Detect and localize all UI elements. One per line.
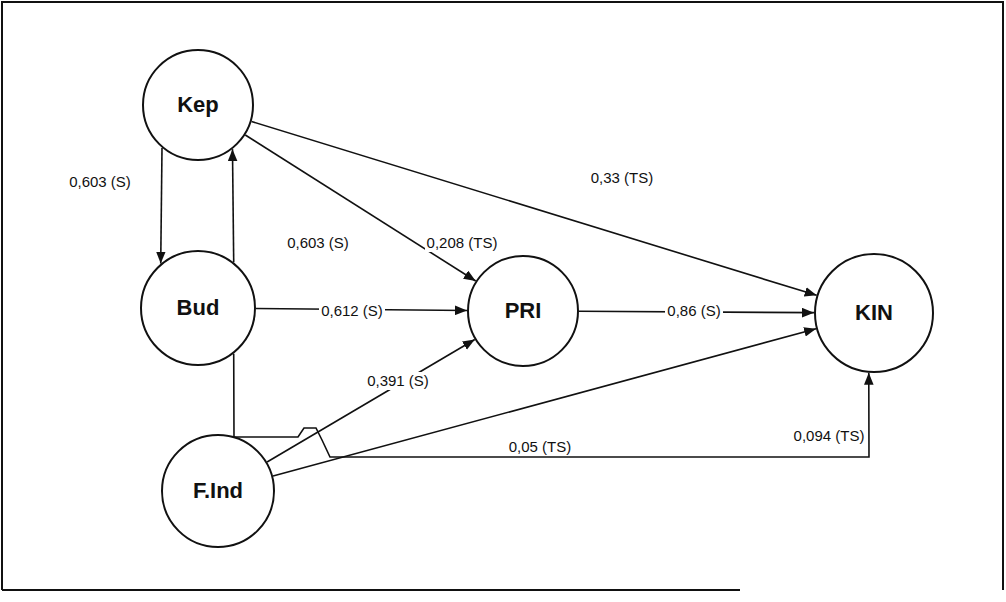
path-coefficient: 0,86 (S) <box>665 302 722 320</box>
path-arrow <box>267 339 475 462</box>
path-arrow <box>234 354 869 457</box>
construct-circle: KIN <box>814 253 934 373</box>
path-coefficient: 0,05 (TS) <box>507 438 574 456</box>
construct-circle: PRI <box>467 255 579 367</box>
path-coefficient: 0,603 (S) <box>67 173 133 191</box>
node-label: PRI <box>505 298 542 324</box>
node-label: F.Ind <box>193 478 243 504</box>
node-label: Bud <box>177 295 220 321</box>
node-label: Kep <box>177 92 219 118</box>
path-coefficient: 0,612 (S) <box>319 302 385 320</box>
construct-circle: Kep <box>142 49 254 161</box>
construct-circle: F.Ind <box>161 434 275 548</box>
path-arrow <box>245 135 475 281</box>
path-coefficient: 0,208 (TS) <box>425 234 500 252</box>
path-coefficient: 0,603 (S) <box>285 234 351 252</box>
path-arrow <box>161 148 162 264</box>
path-coefficient: 0,33 (TS) <box>589 169 656 187</box>
construct-circle: Bud <box>140 250 256 366</box>
path-arrow <box>232 149 233 262</box>
path-coefficient: 0,391 (S) <box>365 372 431 390</box>
path-coefficient: 0,094 (TS) <box>792 427 867 445</box>
node-label: KIN <box>855 300 893 326</box>
frame-border <box>2 2 1003 590</box>
